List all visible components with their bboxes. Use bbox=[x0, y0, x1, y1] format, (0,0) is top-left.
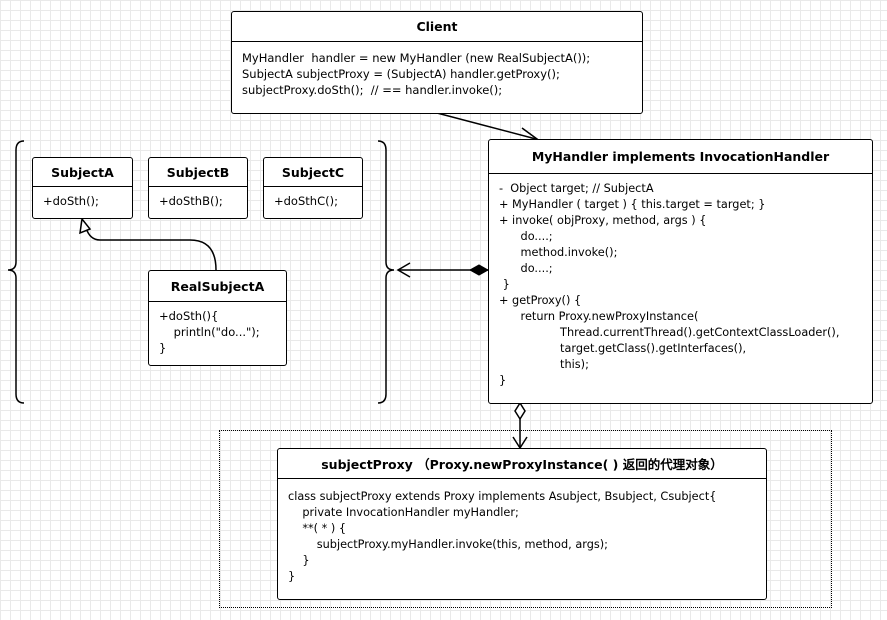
handler-to-subjects-arrowhead bbox=[396, 262, 411, 278]
subjectb-method: +doSthB(); bbox=[159, 194, 223, 208]
client-to-handler-edge bbox=[436, 112, 537, 140]
composition-diamond bbox=[468, 264, 490, 276]
subjecta-title: SubjectA bbox=[33, 158, 132, 187]
subjectb-title: SubjectB bbox=[149, 158, 247, 187]
client-title: Client bbox=[232, 12, 642, 42]
subjectproxy-line: class subjectProxy extends Proxy impleme… bbox=[288, 490, 717, 503]
subjectc-method: +doSthC(); bbox=[274, 194, 338, 208]
myhandler-line: return Proxy.newProxyInstance( bbox=[499, 310, 699, 323]
myhandler-title: MyHandler implements InvocationHandler bbox=[489, 140, 872, 174]
realsubjecta-line: println("do..."); bbox=[159, 325, 260, 339]
myhandler-line: + MyHandler ( target ) { this.target = t… bbox=[499, 198, 766, 211]
subjectb-box[interactable]: SubjectB +doSthB(); bbox=[148, 157, 248, 219]
myhandler-line: do....; bbox=[499, 262, 553, 275]
subjectproxy-line: } bbox=[288, 554, 310, 567]
client-body: MyHandler handler = new MyHandler (new R… bbox=[232, 42, 642, 102]
subjectproxy-line: subjectProxy.myHandler.invoke(this, meth… bbox=[288, 538, 608, 551]
client-line: SubjectA subjectProxy = (SubjectA) handl… bbox=[242, 67, 560, 81]
subjectproxy-title: subjectProxy （Proxy.newProxyInstance( ) … bbox=[278, 449, 766, 479]
myhandler-line: } bbox=[499, 278, 510, 291]
realize-arrowhead bbox=[79, 217, 92, 235]
realize-edge bbox=[85, 227, 217, 271]
myhandler-line: - Object target; // SubjectA bbox=[499, 182, 654, 195]
left-brace bbox=[7, 140, 25, 404]
myhandler-line: } bbox=[499, 374, 507, 387]
right-brace bbox=[377, 140, 395, 404]
subjecta-method: +doSth(); bbox=[43, 194, 99, 208]
client-line: MyHandler handler = new MyHandler (new R… bbox=[242, 51, 591, 65]
realsubjecta-box[interactable]: RealSubjectA +doSth(){ println("do...");… bbox=[148, 270, 287, 366]
myhandler-body: - Object target; // SubjectA + MyHandler… bbox=[489, 174, 872, 396]
subjecta-box[interactable]: SubjectA +doSth(); bbox=[32, 157, 133, 219]
client-line: subjectProxy.doSth(); // == handler.invo… bbox=[242, 83, 503, 97]
aggregation-diamond bbox=[514, 401, 526, 421]
proxy-region bbox=[219, 430, 832, 608]
subjectproxy-line: private InvocationHandler myHandler; bbox=[288, 506, 519, 519]
client-box[interactable]: Client MyHandler handler = new MyHandler… bbox=[231, 11, 643, 114]
subjectproxy-box[interactable]: subjectProxy （Proxy.newProxyInstance( ) … bbox=[277, 448, 767, 600]
realsubjecta-title: RealSubjectA bbox=[149, 271, 286, 302]
subjectproxy-line: **( * ) { bbox=[288, 522, 347, 535]
myhandler-line: this); bbox=[499, 358, 589, 371]
myhandler-line: + getProxy() { bbox=[499, 294, 582, 307]
subjectproxy-body: class subjectProxy extends Proxy impleme… bbox=[278, 479, 766, 595]
subjectc-title: SubjectC bbox=[264, 158, 362, 187]
subjectc-box[interactable]: SubjectC +doSthC(); bbox=[263, 157, 363, 219]
myhandler-line: do....; bbox=[499, 230, 553, 243]
realsubjecta-line: +doSth(){ bbox=[159, 309, 219, 323]
myhandler-line: target.getClass().getInterfaces(), bbox=[499, 342, 747, 355]
myhandler-line: method.invoke(); bbox=[499, 246, 618, 259]
myhandler-line: + invoke( objProxy, method, args ) { bbox=[499, 214, 707, 227]
myhandler-box[interactable]: MyHandler implements InvocationHandler -… bbox=[488, 139, 873, 404]
myhandler-line: Thread.currentThread().getContextClassLo… bbox=[499, 326, 840, 339]
realsubjecta-body: +doSth(){ println("do..."); } bbox=[149, 302, 286, 362]
subjectproxy-line: } bbox=[288, 570, 296, 583]
realsubjecta-line: } bbox=[159, 341, 167, 355]
